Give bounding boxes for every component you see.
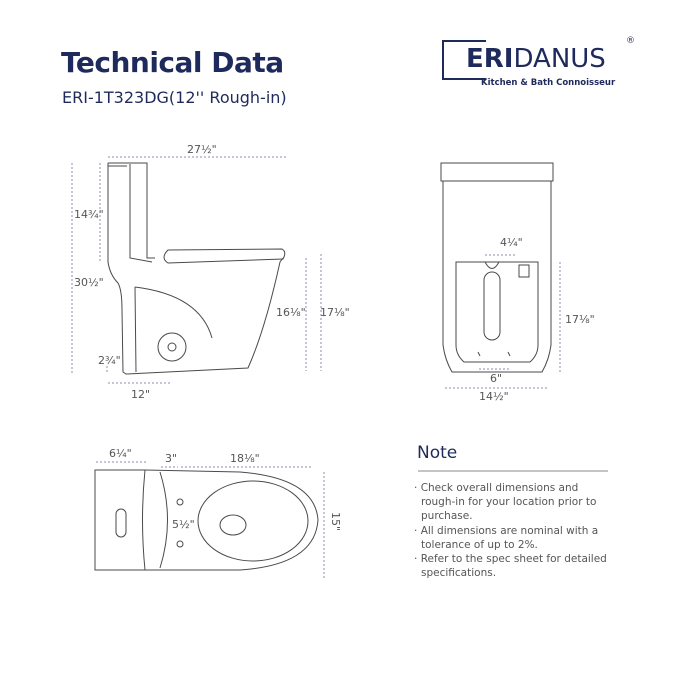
dim-front-height: 17⅛" <box>565 313 595 326</box>
top-view-dimension-lines <box>96 461 325 578</box>
side-view-dimension-lines <box>71 156 322 384</box>
registered-mark: ® <box>626 36 635 46</box>
dim-outlet-height: 2¾" <box>98 354 121 367</box>
logo-brand-bold: ERI <box>466 44 514 74</box>
note-title: Note <box>417 443 458 463</box>
dim-seat-height: 17⅛" <box>320 306 350 319</box>
front-view-dimension-lines <box>445 254 561 389</box>
dim-tank-height: 14¾" <box>74 208 104 221</box>
dim-gap: 3" <box>165 452 178 465</box>
dim-rough-in: 12" <box>131 388 151 401</box>
dim-bowl-height: 16⅛" <box>276 306 306 319</box>
note-item: All dimensions are nominal with a tolera… <box>414 524 614 552</box>
dim-total-height: 30½" <box>74 276 104 289</box>
top-view-drawing <box>94 469 319 571</box>
note-item: Refer to the spec sheet for detailed spe… <box>414 552 614 580</box>
dim-top-width: 15" <box>329 511 343 532</box>
dim-bowl-length: 18⅛" <box>230 452 260 465</box>
logo-tagline: Kitchen & Bath Connoisseur <box>481 78 616 88</box>
note-list: Check overall dimensions and rough-in fo… <box>414 481 614 580</box>
dim-length: 27½" <box>187 143 217 156</box>
page-title: Technical Data <box>61 46 284 79</box>
dim-inlet-width: 4¼" <box>500 236 523 249</box>
note-item: Check overall dimensions and rough-in fo… <box>414 481 614 524</box>
dim-bolt-spacing: 6" <box>490 372 503 385</box>
logo-brand-rest: DANUS <box>513 44 606 74</box>
side-view-drawing <box>107 162 286 375</box>
front-view-drawing <box>440 162 554 373</box>
model-subtitle: ERI-1T323DG(12'' Rough-in) <box>62 88 287 107</box>
dim-tank-depth: 6¼" <box>109 447 132 460</box>
dim-hole-spacing: 5½" <box>172 518 195 531</box>
dim-width: 14½" <box>479 390 509 403</box>
